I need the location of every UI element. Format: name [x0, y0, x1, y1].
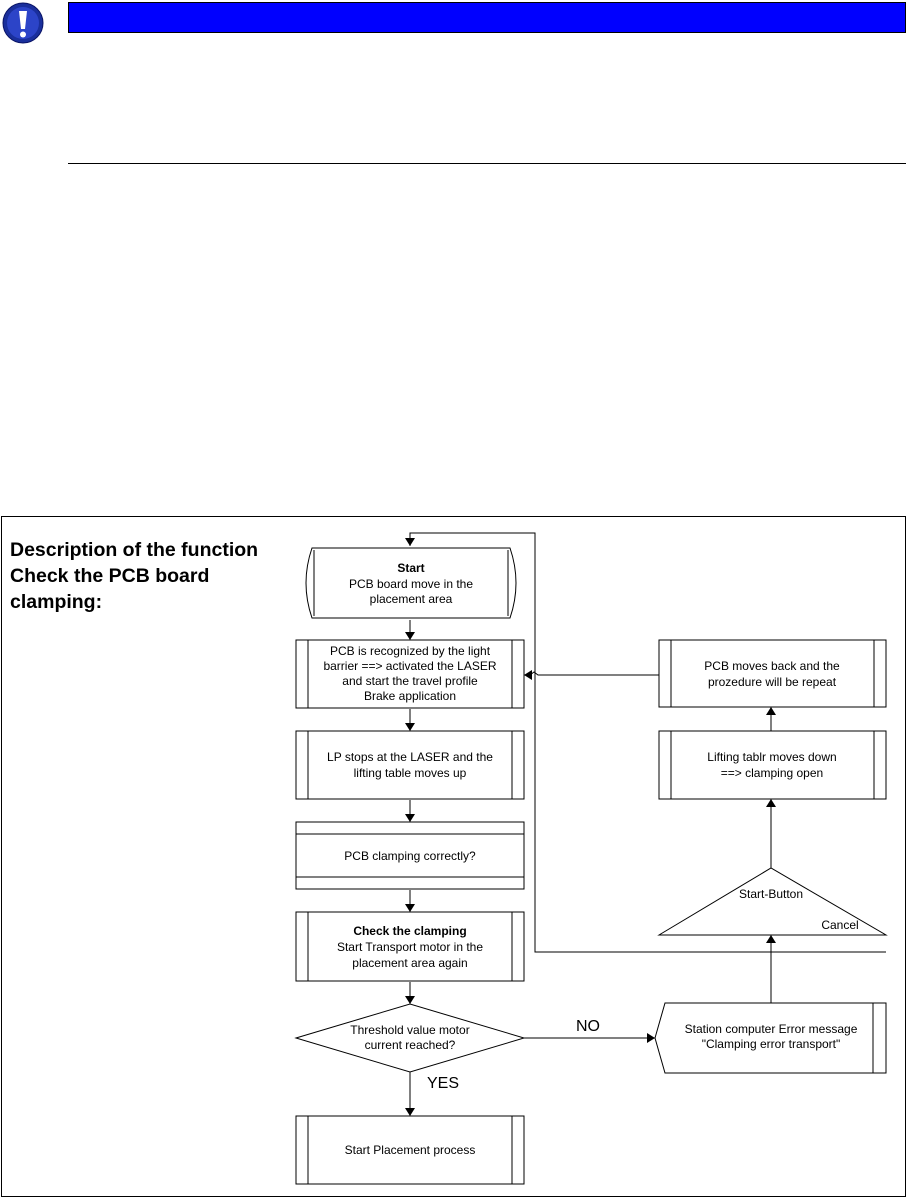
moves-back-line-2: prozedure will be repeat: [708, 675, 837, 689]
cancel-label: Cancel: [821, 918, 858, 932]
arrow-moves-back-to-recognized: [524, 670, 659, 680]
recognized-line-4: Brake application: [364, 689, 456, 703]
start-button-label: Start-Button: [739, 887, 803, 901]
lifting-down-line-1: Lifting tablr moves down: [707, 750, 836, 764]
start-terminator: Start PCB board move in the placement ar…: [305, 547, 517, 619]
lifting-down-line-2: ==> clamping open: [721, 766, 823, 780]
recognized-line-3: and start the travel profile: [342, 674, 478, 688]
start-line-1: PCB board move in the: [349, 577, 473, 591]
lp-stops-line-1: LP stops at the LASER and the: [327, 750, 493, 764]
notice-header-bar: [68, 2, 906, 33]
process-start-placement: Start Placement process: [295, 1115, 525, 1185]
threshold-line-2: current reached?: [365, 1038, 456, 1052]
check-clamping-title: Check the clamping: [353, 924, 466, 938]
exclamation-icon: [2, 2, 44, 44]
flowchart-panel: [1, 516, 906, 1197]
lp-stops-line-2: lifting table moves up: [354, 766, 467, 780]
check-clamping-line-1: Start Transport motor in the: [337, 940, 483, 954]
error-line-2: "Clamping error transport": [702, 1037, 841, 1051]
notice-divider: [68, 163, 906, 164]
clamping-question-text: PCB clamping correctly?: [344, 849, 476, 863]
label-yes: YES: [427, 1075, 459, 1092]
process-check-clamping: Check the clamping Start Transport motor…: [295, 911, 525, 982]
process-clamping-question: PCB clamping correctly?: [295, 821, 525, 890]
label-no: NO: [576, 1018, 600, 1035]
check-clamping-line-2: placement area again: [352, 956, 467, 970]
start-title: Start: [397, 561, 424, 575]
manual-start-button: Start-Button Cancel: [657, 867, 888, 936]
moves-back-line-1: PCB moves back and the: [704, 659, 840, 673]
recognized-line-1: PCB is recognized by the light: [330, 644, 491, 658]
process-moves-back: PCB moves back and the prozedure will be…: [658, 639, 887, 708]
threshold-line-1: Threshold value motor: [350, 1023, 469, 1037]
connectors: [405, 532, 886, 1116]
description-heading: Description of the function Check the PC…: [10, 539, 259, 613]
start-placement-text: Start Placement process: [345, 1143, 476, 1157]
process-lifting-down: Lifting tablr moves down ==> clamping op…: [658, 730, 887, 800]
decision-threshold: Threshold value motor current reached?: [294, 1003, 526, 1073]
arrow-cancel-loop-to-start: [405, 532, 886, 953]
recognized-line-2: barrier ==> activated the LASER: [323, 659, 496, 673]
process-lp-stops: LP stops at the LASER and the lifting ta…: [295, 730, 525, 800]
process-pcb-recognized: PCB is recognized by the light barrier =…: [295, 639, 525, 709]
display-error-message: Station computer Error message "Clamping…: [654, 1002, 887, 1074]
error-line-1: Station computer Error message: [685, 1022, 858, 1036]
start-line-2: placement area: [370, 592, 453, 606]
